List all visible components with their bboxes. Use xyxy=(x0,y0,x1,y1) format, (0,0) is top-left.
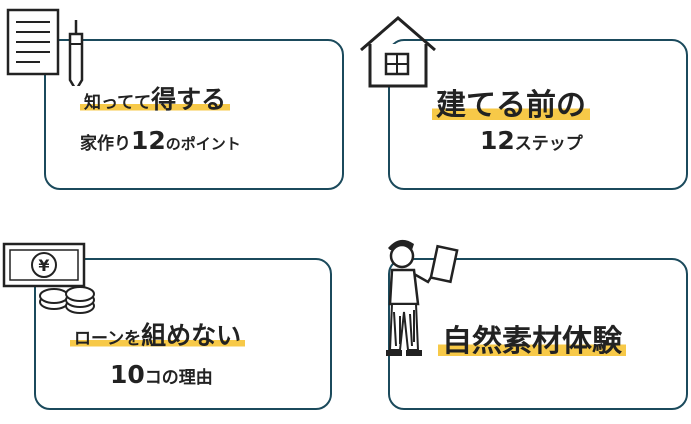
document-pencil-icon xyxy=(6,8,84,86)
card2-line2-number: 12 xyxy=(480,126,515,155)
card2-line2: 12ステップ xyxy=(480,126,583,155)
card3-line2-tail: コの理由 xyxy=(144,368,213,388)
card2-title: 建てる前の xyxy=(432,88,590,123)
card1-line1-big: 得する xyxy=(151,85,227,114)
svg-text:¥: ¥ xyxy=(38,256,49,275)
person-painting-icon xyxy=(386,239,459,356)
card2-line1: 建てる前の xyxy=(432,80,590,124)
money-coins-icon: ¥ xyxy=(2,242,95,314)
card2-line2-tail: ステップ xyxy=(514,134,583,154)
card3-line2: 10コの理由 xyxy=(110,360,213,389)
card4-title: 自然素材体験 xyxy=(438,324,626,359)
card-home-tips[interactable] xyxy=(44,39,344,190)
card1-line1-small: 知ってて xyxy=(84,93,152,113)
card1-line2-tail: のポイント xyxy=(165,135,241,153)
card3-line1-small: ローンを xyxy=(74,329,142,349)
card1-line2-number: 12 xyxy=(131,126,166,155)
house-icon xyxy=(360,16,436,88)
card1-line1: 知ってて得する xyxy=(80,80,231,116)
card3-line1-big: 組めない xyxy=(141,321,242,350)
card1-line2: 家作り12のポイント xyxy=(80,126,241,155)
card1-line2-prefix: 家作り xyxy=(80,134,131,154)
card3-line1: ローンを組めない xyxy=(70,316,246,352)
card4-line1: 自然素材体験 xyxy=(438,316,626,360)
card3-line2-number: 10 xyxy=(110,360,145,389)
